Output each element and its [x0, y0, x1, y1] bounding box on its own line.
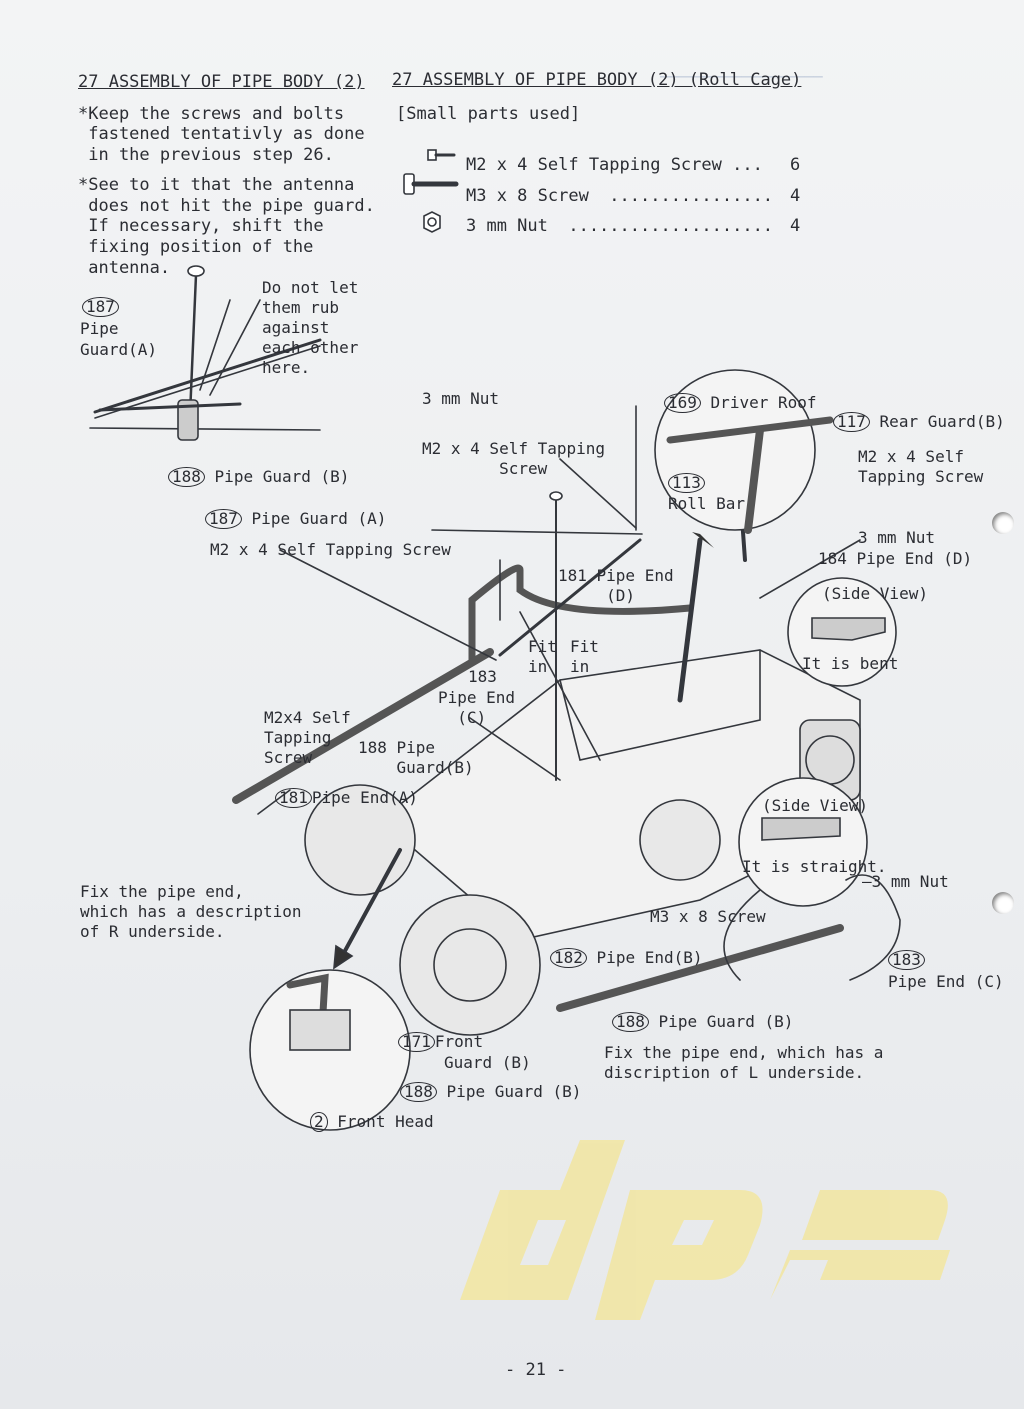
label-m2x4-c: Tapping Screw — [858, 467, 984, 486]
part-qty: 4 — [790, 186, 801, 206]
note-line: *Keep the screws and bolts — [78, 104, 345, 124]
note-line: does not hit the pipe guard. — [78, 196, 375, 216]
label-188b: Guard(B) — [358, 758, 474, 777]
label-m2x4-b: Screw — [422, 459, 548, 478]
label-m2x4-d: M2x4 Self — [264, 708, 351, 727]
callout-187: 187 — [82, 297, 119, 317]
callout-117: 117 Rear Guard(B) — [833, 412, 1005, 432]
callout-label: Pipe — [80, 319, 119, 338]
label-side-view-2: (Side View) — [762, 796, 868, 815]
rub-note: against — [262, 318, 330, 337]
fix-r-note: which has a description — [80, 902, 302, 921]
label-171: Guard (B) — [444, 1053, 531, 1072]
note-line: *See to it that the antenna — [78, 175, 355, 195]
punch-hole — [992, 892, 1014, 914]
callout-183: 183 — [888, 950, 925, 970]
rub-note: them rub — [262, 298, 340, 317]
label-fit: Fit — [570, 637, 599, 656]
label-m3x8: M3 x 8 Screw — [650, 907, 766, 926]
label-nut-top: 3 mm Nut — [422, 389, 500, 408]
label-nut-bottom: —3 mm Nut — [862, 872, 949, 891]
label-m2x4-c: M2 x 4 Self — [858, 447, 964, 466]
part-qty: 4 — [790, 216, 801, 236]
label-roll-bar: Roll Bar — [668, 494, 746, 513]
label-184: 184 Pipe End (D) — [818, 549, 973, 568]
label-nut-right: 3 mm Nut — [858, 528, 936, 547]
note-line: fastened tentativly as done — [78, 124, 365, 144]
label-fit: in — [570, 657, 590, 676]
callout-169: 169 Driver Roof — [664, 393, 817, 413]
callout-188: 188 Pipe Guard (B) — [168, 467, 349, 487]
tapping-screw-icon — [427, 149, 456, 161]
part-name: M3 x 8 Screw ................ — [466, 186, 774, 206]
page-number: - 21 - — [505, 1360, 567, 1380]
label-fit: in — [528, 657, 548, 676]
fix-r-note: of R underside. — [80, 922, 225, 941]
small-parts-heading: [Small parts used] — [396, 104, 581, 124]
part-name: M2 x 4 Self Tapping Screw ... — [466, 155, 763, 175]
nut-icon — [423, 211, 441, 233]
label-183a: Pipe End — [438, 688, 516, 707]
callout-187b: 187 Pipe Guard (A) — [205, 509, 386, 529]
callout-2: 2 Front Head — [310, 1112, 434, 1132]
label-183c: Pipe End (C) — [888, 972, 1004, 991]
label-side-view-1: (Side View) — [822, 584, 928, 603]
label-188b: 188 Pipe — [358, 738, 436, 757]
punch-hole — [992, 512, 1014, 534]
part-qty: 6 — [790, 155, 801, 175]
label-181d: 181 Pipe End — [558, 566, 674, 585]
callout-188d: 188 Pipe Guard (B) — [400, 1082, 581, 1102]
fix-l-note: discription of L underside. — [604, 1063, 865, 1082]
label-181d: (D) — [558, 586, 636, 605]
rub-note: Do not let — [262, 278, 359, 297]
left-title: 27 ASSEMBLY OF PIPE BODY (2) — [78, 72, 365, 92]
fix-r-note: Fix the pipe end, — [80, 882, 244, 901]
part-name: 3 mm Nut .................... — [466, 216, 774, 236]
label-m2x4-a: M2 x 4 Self Tapping Screw — [210, 540, 451, 559]
dpe-logo-watermark — [460, 1140, 950, 1320]
callout-113: 113 — [668, 473, 705, 493]
callout-182: 182 Pipe End(B) — [550, 948, 703, 968]
right-title: 27 ASSEMBLY OF PIPE BODY (2) (Roll Cage) — [392, 70, 802, 90]
label-fit: Fit — [528, 637, 557, 656]
label-straight: It is straight. — [742, 857, 887, 876]
rub-note: here. — [262, 358, 311, 377]
label-m2x4-d: Screw — [264, 748, 313, 767]
note-line: If necessary, shift the — [78, 216, 324, 236]
callout-188c: 188 Pipe Guard (B) — [612, 1012, 793, 1032]
note-line: fixing position of the — [78, 237, 314, 257]
label-bent: It is bent — [802, 654, 899, 673]
note-line: antenna. — [78, 258, 171, 278]
screw-icon — [403, 173, 459, 195]
note-line: in the previous step 26. — [78, 145, 334, 165]
fix-l-note: Fix the pipe end, which has a — [604, 1043, 884, 1062]
label-m2x4-b: M2 x 4 Self Tapping — [422, 439, 606, 458]
rub-note: each other — [262, 338, 359, 357]
bleed-through-text: ────────────────── — [660, 68, 823, 86]
label-183a: 183 — [468, 667, 497, 686]
label-m2x4-d: Tapping — [264, 728, 332, 747]
label-183a: (C) — [438, 708, 487, 727]
callout-label: Guard(A) — [80, 340, 158, 359]
